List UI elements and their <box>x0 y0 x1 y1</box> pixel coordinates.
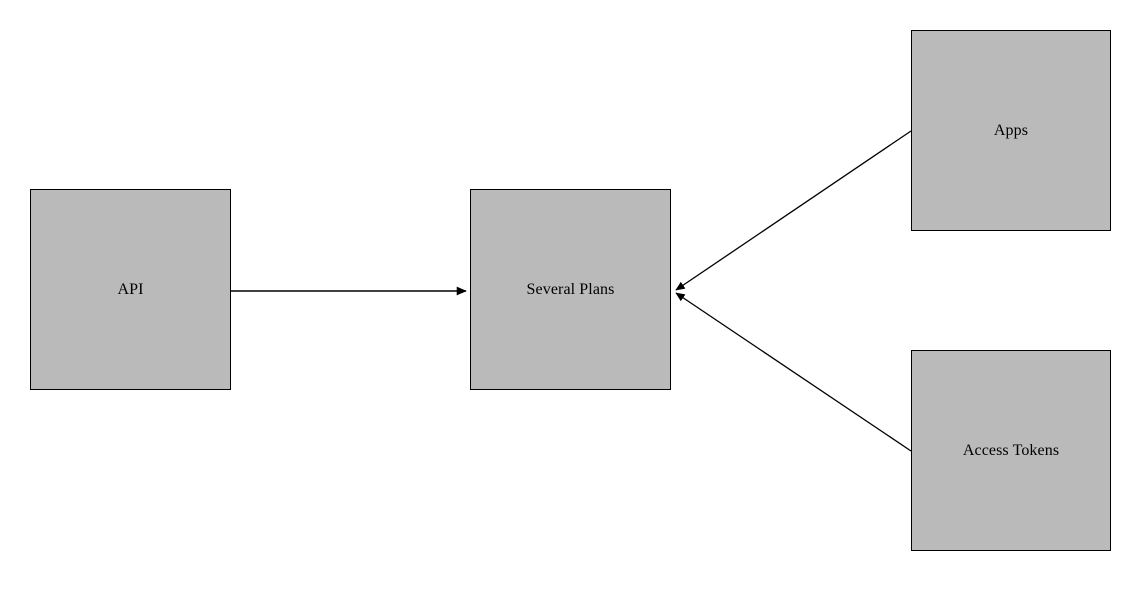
node-api[interactable]: API <box>30 189 231 390</box>
node-several-plans[interactable]: Several Plans <box>470 189 671 390</box>
node-access-tokens[interactable]: Access Tokens <box>911 350 1111 551</box>
node-several-plans-label: Several Plans <box>526 280 615 298</box>
edge-apps-to-plans <box>675 130 912 291</box>
node-apps[interactable]: Apps <box>911 30 1111 231</box>
edge-tokens-to-plans <box>675 292 912 452</box>
node-api-label: API <box>117 280 144 298</box>
node-apps-label: Apps <box>993 121 1029 139</box>
node-access-tokens-label: Access Tokens <box>962 441 1060 459</box>
